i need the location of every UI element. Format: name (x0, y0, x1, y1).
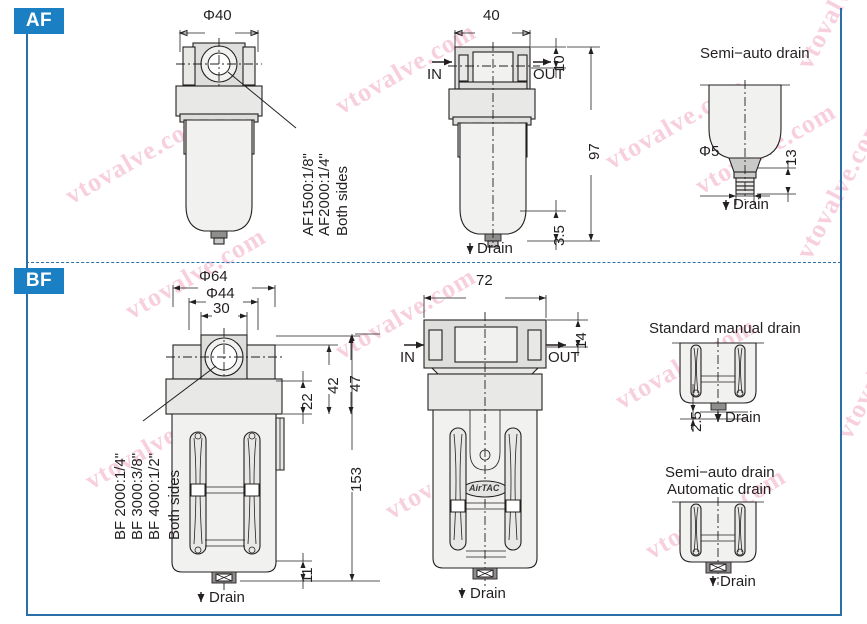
frame-left-border (26, 8, 28, 616)
bf-drain-auto-title-line2: Automatic drain (667, 481, 772, 498)
af-label-out: OUT (533, 66, 565, 83)
bf-dim-phi44: Φ44 (206, 285, 235, 302)
af-label-drain: Drain (477, 240, 513, 257)
bf-drain-auto-title-line1: Semi−auto drain (665, 464, 775, 481)
bf-side-drain-label: Drain (470, 585, 506, 602)
bf-drain-auto-drain-label: Drain (720, 573, 756, 590)
section-badge-af: AF (14, 8, 64, 34)
bf-dim-72: 72 (476, 272, 493, 289)
bf-label-out: OUT (548, 349, 580, 366)
frame-bottom-border (26, 614, 841, 616)
af-dim-phi40: Φ40 (203, 7, 232, 24)
bf-front-drain-label: Drain (209, 589, 245, 606)
bf-dim-30: 30 (213, 300, 230, 317)
bf-dim-phi64: Φ64 (199, 268, 228, 285)
af-dim-phi5: Φ5 (699, 143, 720, 160)
af-drain-detail-title: Semi−auto drain (700, 45, 810, 62)
bf-drain-manual-drain-label: Drain (725, 409, 761, 426)
bf-label-in: IN (400, 349, 415, 366)
section-divider (26, 262, 841, 263)
af-drain-detail-drain-label: Drain (733, 196, 769, 213)
bf-drain-manual-title: Standard manual drain (649, 320, 801, 337)
af-label-in: IN (427, 66, 442, 83)
airtac-brand-logo: AirTAC (469, 483, 500, 493)
section-badge-bf: BF (14, 268, 64, 294)
frame-right-border (840, 8, 842, 616)
af-dim-40: 40 (483, 7, 500, 24)
